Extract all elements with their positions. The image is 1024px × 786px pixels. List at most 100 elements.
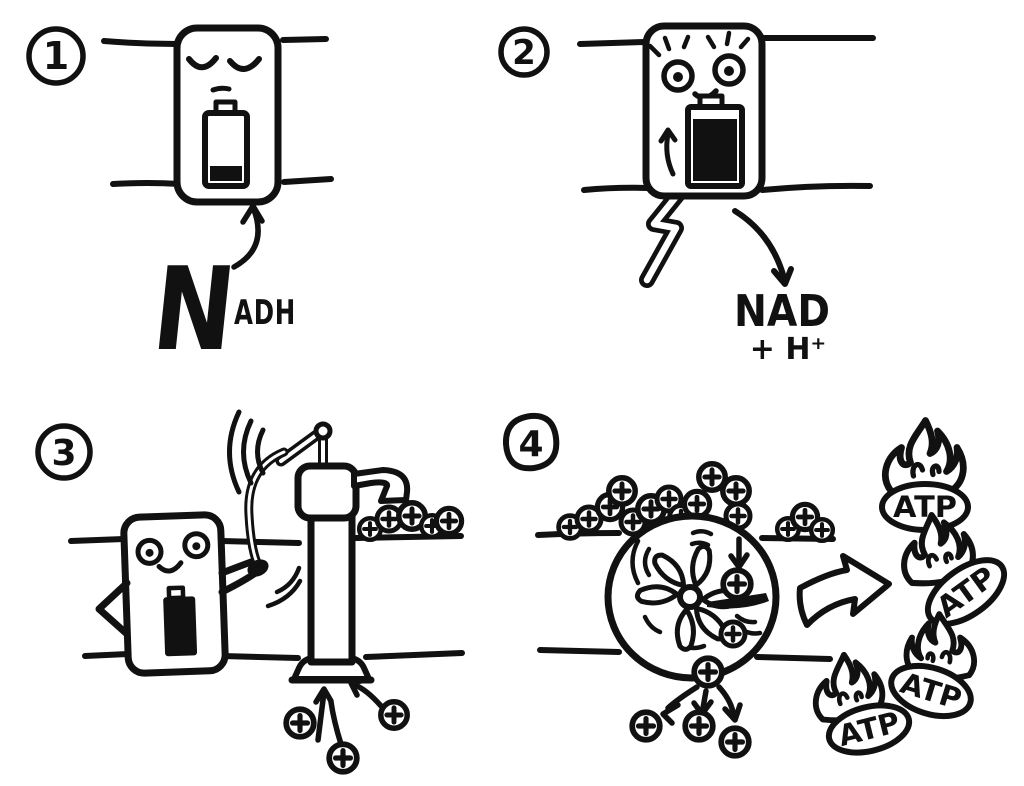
motion-arc	[241, 418, 254, 486]
bolt-inner	[643, 189, 683, 284]
nadh-input-arrow	[231, 203, 265, 270]
outflow-arrow-head	[722, 702, 743, 723]
fan-hub	[677, 584, 703, 610]
fan-rotor	[637, 545, 743, 651]
panel-2: 2	[498, 22, 876, 367]
charge-up-arrow	[658, 127, 678, 177]
pump-pivot	[313, 421, 333, 441]
membrane-lower-right-line	[363, 650, 465, 660]
nadh-rest-letters: ADH	[234, 293, 296, 333]
pupil-left	[145, 548, 154, 557]
motion-arc	[690, 529, 714, 537]
arrow-head	[771, 266, 794, 287]
nadh-initial-letter: N	[147, 243, 241, 377]
atp-label: ATP	[893, 490, 957, 524]
membrane-upper-left-line	[577, 39, 648, 47]
membrane-upper-right-line	[280, 36, 329, 43]
proton-ledge	[707, 593, 769, 609]
pupil	[724, 66, 734, 76]
proton-icon	[723, 570, 751, 598]
outflow-arrow-shaft	[665, 684, 700, 711]
pump-head	[294, 462, 360, 522]
panel-3-number: 3	[51, 433, 76, 474]
panel-4-number-badge	[502, 412, 560, 472]
battery-charge-fill-low	[210, 166, 242, 181]
membrane-lower-right-line	[281, 176, 334, 185]
eyelashes	[647, 34, 691, 58]
panel-3-number-badge	[35, 423, 93, 481]
membrane-lower-left-line	[82, 651, 131, 659]
proton-icon	[329, 744, 357, 772]
panel-1-number: 1	[43, 34, 69, 78]
inflow-arrow-shaft	[352, 682, 384, 709]
arrow-shaft	[231, 207, 261, 270]
battery-full-icon	[163, 585, 198, 657]
proton-icon	[609, 478, 635, 504]
pupil	[673, 72, 683, 82]
closed-eye-left-icon	[186, 55, 219, 71]
nad-text: NAD	[734, 286, 830, 337]
nad-output-arrow	[732, 208, 794, 287]
pump-column	[307, 512, 356, 666]
wide-eye-right-icon	[705, 30, 751, 87]
eyelashes	[705, 30, 751, 50]
panel-4: 4	[502, 412, 1008, 760]
mouth-dash	[210, 85, 232, 93]
panel-2-number-badge	[498, 26, 550, 78]
wide-eye-left-icon	[647, 34, 695, 93]
proton-icon	[694, 658, 722, 686]
proton-icon	[286, 709, 314, 737]
panel-4-number: 4	[518, 424, 543, 465]
motion-arc	[227, 409, 242, 495]
outflow-arrow-shaft	[716, 684, 736, 715]
membrane-lower-left-line	[110, 180, 183, 187]
motion-arc	[265, 578, 303, 609]
motion-arc	[734, 613, 758, 625]
panel-2-number: 2	[512, 33, 536, 73]
proton-icon	[381, 702, 407, 728]
gripping-hand	[247, 559, 269, 577]
protein-complex-energized	[642, 22, 766, 200]
battery-empty-icon	[202, 99, 250, 189]
lightning-bolt-icon	[639, 185, 687, 288]
panel-1-number-badge	[26, 26, 86, 86]
inflow-arrow-head	[348, 677, 368, 698]
proton-icon	[721, 728, 749, 756]
nadh-label: N ADH	[147, 243, 296, 377]
membrane-upper-mid-line	[219, 538, 302, 546]
outflow-arrow-head	[660, 702, 681, 726]
motion-arc	[630, 538, 641, 586]
atp-coin-oval	[825, 702, 913, 756]
protein-complex-sleeping	[173, 24, 282, 206]
atp-coin-3: ATP	[888, 614, 977, 720]
motion-arc	[274, 565, 302, 595]
proton-icon	[632, 712, 660, 740]
nad-label: NAD + H⁺	[734, 286, 830, 367]
motion-arc	[689, 540, 711, 548]
inflow-arrow-shaft	[328, 699, 344, 747]
membrane-lower-mid-line	[219, 653, 301, 661]
proton-icon	[721, 622, 745, 646]
proton-gradient-pile-right	[777, 504, 833, 540]
motion-arc	[642, 546, 652, 578]
arrow-head	[240, 203, 265, 225]
panel-3: 3	[35, 409, 465, 772]
atp-coin-1: ATP	[879, 421, 971, 533]
atp-coin-oval	[924, 557, 1008, 627]
atp-coin-4: ATP	[809, 650, 913, 756]
battery-full-icon	[685, 93, 745, 189]
atp-coin-oval	[888, 662, 974, 720]
proton-inflow	[286, 677, 407, 772]
battery-body-charged	[163, 596, 198, 657]
battery-cap	[166, 585, 186, 601]
battery-charge-fill-high	[693, 119, 737, 181]
pump-spout	[351, 467, 411, 504]
atp-output-block-arrow	[796, 553, 892, 628]
atp-synthase-turbine	[604, 512, 780, 686]
arrow-shaft	[732, 208, 787, 281]
panel-1: 1 N ADH	[26, 24, 334, 377]
membrane-lower-left-line	[581, 184, 651, 193]
motion-arc	[642, 614, 663, 635]
